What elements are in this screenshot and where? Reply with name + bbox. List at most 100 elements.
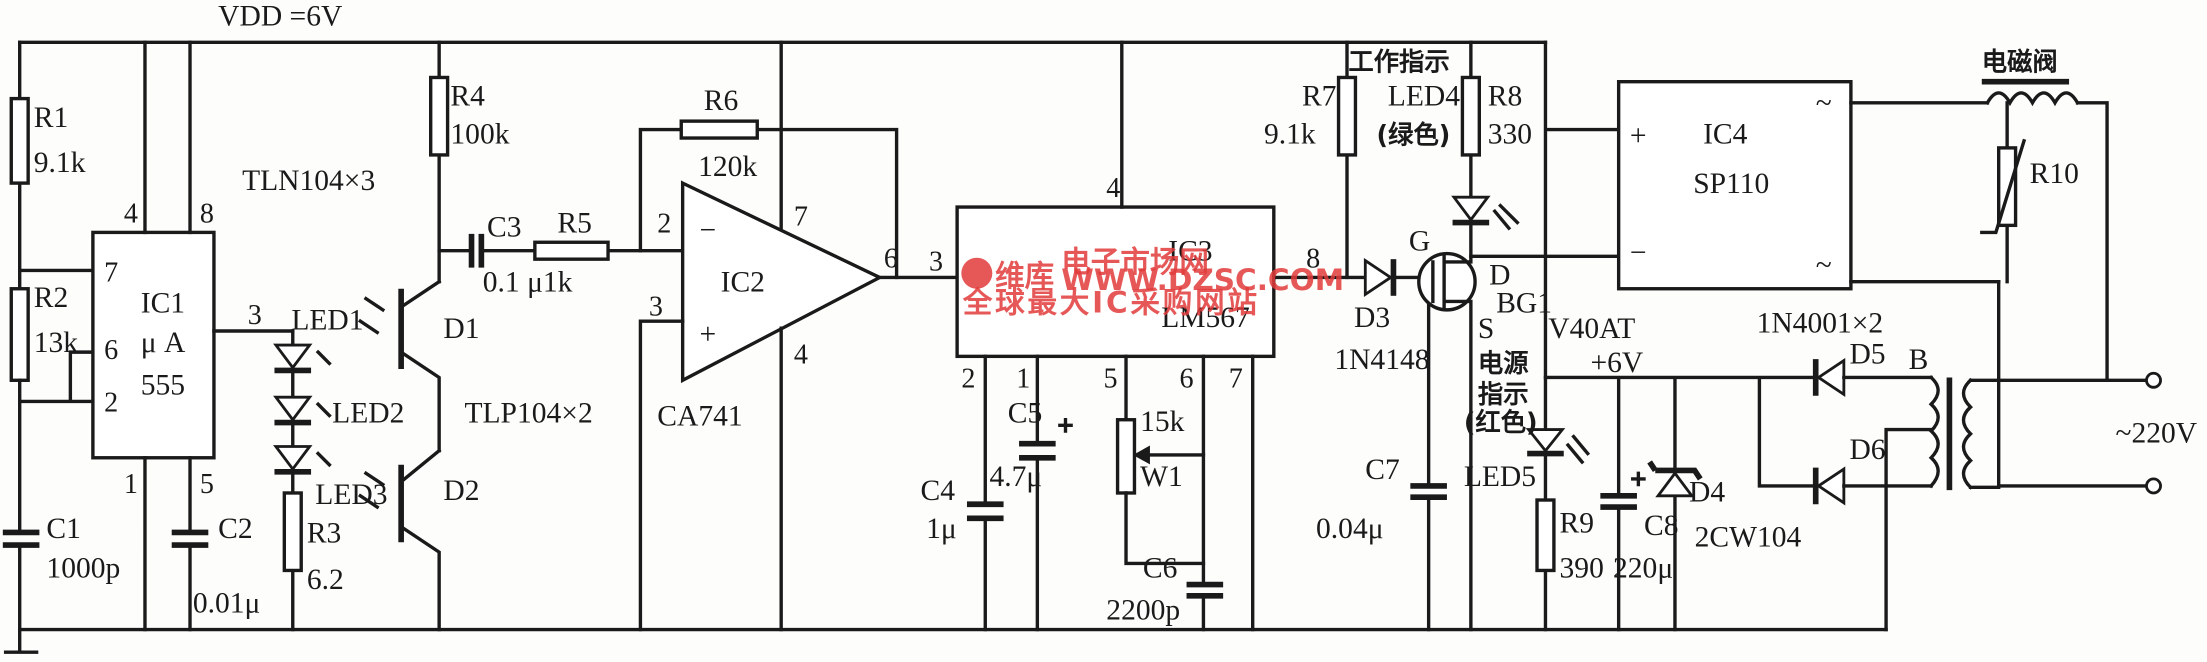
- diodes-d6-label: D6: [1849, 434, 1885, 466]
- led4-caption-label: 工作指示: [1348, 46, 1449, 76]
- ic1-name-label: IC1: [141, 288, 185, 320]
- bg1-g-label: G: [1409, 226, 1430, 258]
- ic1-line3-label: 555: [141, 369, 185, 401]
- led5-indicator: 电源 指示 (红色) LED5: [1464, 40, 1621, 632]
- d3-diode: D3 1N4148: [1334, 257, 1431, 632]
- ic2-pins-4-label: 6: [884, 244, 898, 275]
- mains-terminals[interactable]: ~220V: [1996, 371, 2197, 495]
- c2-capacitor: C20.01μ: [171, 513, 261, 620]
- led5-caption2-label: 指示: [1478, 379, 1529, 409]
- ic2-minus-label: −: [700, 214, 717, 246]
- c5-name-label: C5: [1008, 398, 1042, 430]
- led4-name-label: LED4: [1388, 81, 1460, 113]
- d3-name-label: D3: [1354, 302, 1390, 334]
- d1-phototransistor: D1: [357, 279, 479, 453]
- r10-varistor: R10: [1980, 101, 2079, 284]
- ic3-pins-6-label: 6: [1180, 363, 1194, 394]
- led4-indicator: 工作指示 LED4 (绿色): [1348, 46, 1460, 149]
- ic1-pins-4-label: 2: [104, 387, 118, 418]
- ic2-pins-2-label: 7: [794, 201, 808, 232]
- r8-name-label: R8: [1488, 81, 1522, 113]
- ic1-pins-6-label: 1: [124, 469, 138, 500]
- diodes-d5-label: D5: [1849, 338, 1885, 370]
- ic4-part-label: SP110: [1693, 168, 1769, 200]
- c4-value-label: 1μ: [926, 513, 957, 545]
- c7-value-label: 0.04μ: [1316, 513, 1384, 545]
- ic2-name-label: IC2: [721, 267, 765, 299]
- leds-led1-label: LED1: [291, 305, 363, 337]
- r3-name-label: R3: [307, 517, 341, 549]
- d2-label: D2: [443, 475, 479, 507]
- ic3-pins-1-label: 4: [1106, 173, 1120, 204]
- tln-label: TLN104×3: [242, 165, 375, 197]
- solenoid-valve: 电磁阀: [1982, 46, 2149, 382]
- c5-capacitor: C54.7μ: [989, 398, 1073, 493]
- ic4-minus-label: −: [1630, 237, 1647, 269]
- r4-name-label: R4: [450, 81, 485, 113]
- ic2-opamp: IC2 − + 2 3 7 4 6 CA741: [638, 40, 959, 632]
- ic1-555: IC1 μ A 555 4 8 7 6 2 3 1 5: [91, 40, 295, 632]
- r7-name-label: R7: [1302, 81, 1336, 113]
- r7-resistor: R7 9.1k: [1264, 40, 1358, 280]
- c6-value-label: 2200p: [1106, 595, 1180, 627]
- r2-name-label: R2: [34, 282, 68, 314]
- ic2-part-label: CA741: [657, 400, 742, 432]
- watermark-slogan-label: 全球最大IC采购网站: [962, 286, 1260, 320]
- leds-led2-label: LED2: [332, 398, 404, 430]
- c1-value-label: 1000p: [46, 552, 120, 584]
- ic2-plus-label: +: [700, 319, 717, 351]
- led5-caption1-label: 电源: [1478, 348, 1529, 378]
- c1-capacitor: C1 1000p: [2, 513, 120, 632]
- c2-value-label: 0.01μ: [193, 588, 261, 620]
- c4-name-label: C4: [921, 475, 956, 507]
- c1-name-label: C1: [46, 513, 80, 545]
- r6-name-label: R6: [704, 85, 738, 117]
- r9-value-label: 390: [1560, 552, 1604, 584]
- bg1-part-label: V40AT: [1548, 313, 1635, 345]
- ic3-name-label: IC3: [1168, 236, 1212, 268]
- ic1-pins-3-label: 6: [104, 335, 118, 366]
- c7-name-label: C7: [1365, 454, 1399, 486]
- transformer-b: B: [1909, 280, 2109, 491]
- ic3-pins-0-label: 3: [929, 246, 943, 277]
- c3-value_combo-label: 0.1 μ1k: [483, 267, 573, 299]
- ic4-plus-label: +: [1630, 120, 1647, 152]
- r1-name-label: R1: [34, 102, 68, 134]
- r7-value-label: 9.1k: [1264, 119, 1316, 151]
- plus6v-line: [1543, 375, 1818, 632]
- bg1-name-label: BG1: [1496, 288, 1552, 320]
- ic3-lm567: IC3 LM567 3 4 8 2 1 5 6 7: [929, 40, 1367, 632]
- ic4-name-label: IC4: [1703, 119, 1748, 151]
- plus6v-label: +6V: [1591, 347, 1644, 379]
- ic3-part-label: LM567: [1161, 302, 1250, 334]
- w1-value-label: 15k: [1140, 406, 1185, 438]
- d4-name-label: D4: [1689, 476, 1725, 508]
- ic4-sp110: IC4 SP110 + − ~ ~: [1616, 80, 2001, 291]
- ic3-pins-7-label: 7: [1229, 363, 1243, 394]
- led5-name-label: LED5: [1464, 461, 1536, 493]
- ic3-pins-2-label: 8: [1306, 244, 1320, 275]
- ground-rail: [3, 627, 1888, 654]
- c3-name-label: C3: [487, 212, 521, 244]
- ic2-pins-3-label: 4: [794, 339, 808, 370]
- d5-d6-rectifier: 1N4001×2 D5 D6: [1757, 307, 1933, 632]
- bg1-mosfet: G D S BG1 V40AT: [1409, 226, 1635, 632]
- ic2-pins-0-label: 2: [657, 208, 671, 239]
- ic1-pins-1-label: 8: [200, 199, 214, 230]
- watermark-url-label: WWW.DZSC.COM: [1061, 263, 1344, 297]
- r5-name-label: R5: [557, 207, 591, 239]
- c8-value-label: 220μ: [1613, 552, 1673, 584]
- ic3-pins-5-label: 5: [1104, 363, 1118, 394]
- led4-color-label: (绿色): [1377, 120, 1451, 150]
- ic4-ac1-label: ~: [1816, 88, 1832, 120]
- d3-part-label: 1N4148: [1334, 344, 1429, 376]
- watermark-brand-label: 维库: [995, 259, 1054, 293]
